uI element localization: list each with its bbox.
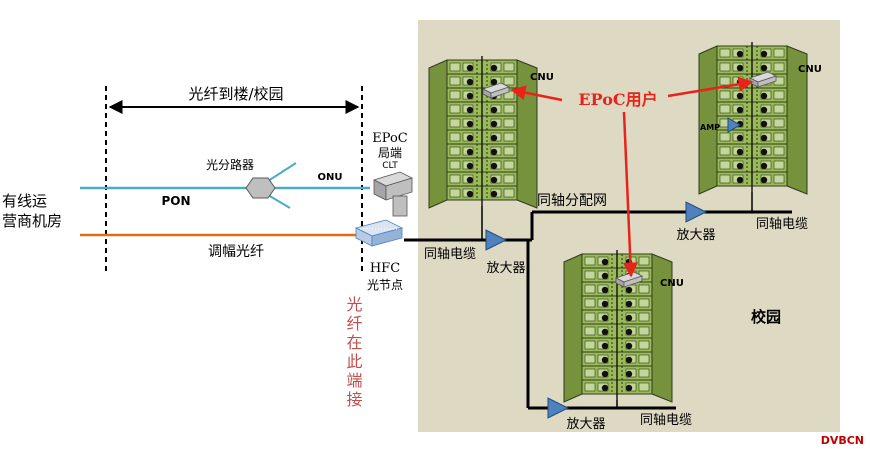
hfc-label-1: HFC [370, 261, 400, 276]
cnu-label-1: CNU [530, 72, 554, 83]
amplifier-triangle-icon [547, 397, 570, 419]
amplifier-triangle-icon [685, 201, 708, 223]
watermark: DVBCN [821, 434, 864, 447]
amp-label: AMP [700, 123, 720, 132]
amplifier-triangle-icon [485, 229, 508, 251]
operator-room-label-1: 有线运 [2, 192, 47, 210]
am-fiber-label: 调幅光纤 [208, 244, 264, 260]
epoc-clt-label-3: CLT [382, 161, 398, 171]
coax-cable-label-2: 同轴电缆 [756, 216, 808, 232]
splitter-label: 光分路器 [206, 157, 254, 172]
building-icon [564, 250, 672, 402]
operator-room-label-2: 营商机房 [2, 212, 62, 230]
coax-cable-label-1: 同轴电缆 [424, 246, 476, 262]
amplifier-label-1: 放大器 [486, 261, 525, 276]
epoc-arrow-left [510, 85, 563, 102]
building-icon [429, 56, 537, 208]
campus-label: 校园 [751, 308, 781, 326]
hfc-label-2: 光节点 [367, 278, 403, 292]
coax-network-label: 同轴分配网 [537, 193, 607, 209]
epoc-arrow-right [667, 76, 754, 98]
epoc-arrow-down [622, 111, 638, 278]
pon-label: PON [161, 194, 190, 208]
onu-label: ONU [318, 172, 343, 183]
fiber-to-building-label: 光纤到楼/校园 [188, 85, 283, 103]
splitter-icon [245, 177, 276, 199]
hfc-node-icon [354, 219, 404, 247]
amplifier-triangle-icon [727, 117, 741, 133]
cnu-label-3: CNU [660, 278, 684, 289]
amplifier-label-2: 放大器 [676, 228, 715, 243]
epoc-clt-label-1: EPoC [372, 131, 408, 146]
building-icon [699, 42, 807, 194]
epoc-clt-label-2: 局端 [378, 146, 402, 160]
fiber-terminates-label: 光纤在此端接 [344, 296, 363, 410]
coax-cable-label-3: 同轴电缆 [640, 412, 692, 428]
epoc-user-label: EPoC用户 [578, 90, 657, 109]
cnu-label-2: CNU [798, 64, 822, 75]
onu-device-icon [372, 171, 414, 217]
amplifier-label-3: 放大器 [566, 417, 605, 432]
